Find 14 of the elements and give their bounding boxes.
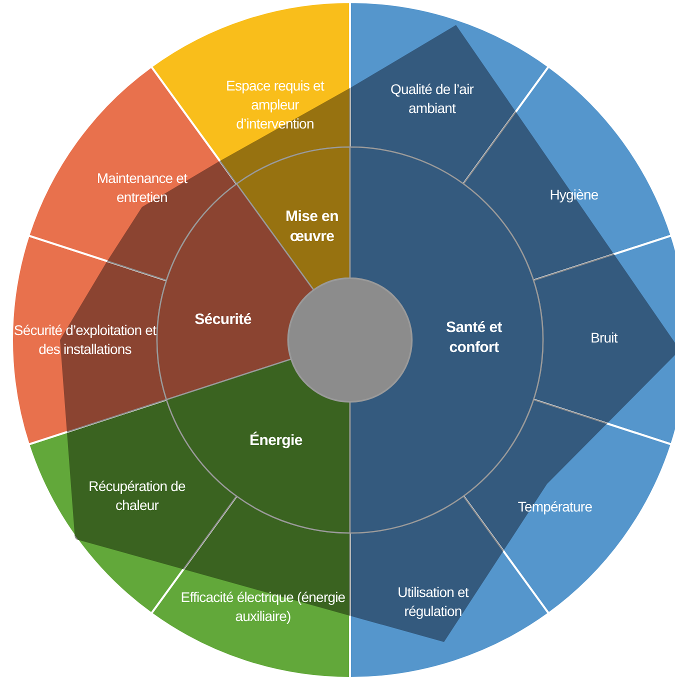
category-label: Santé et confort — [445, 318, 503, 358]
category-label: Mise en œuvre — [284, 206, 340, 247]
criterion-label: Récupération de chaleur — [88, 477, 186, 515]
category-label: Énergie — [248, 430, 304, 451]
criterion-label: Bruit — [590, 328, 619, 348]
criterion-label: Hygiène — [548, 186, 600, 204]
criterion-label: Température — [516, 498, 594, 516]
criterion-label: Utilisation et régulation — [396, 583, 470, 621]
criterion-label: Sécurité d’exploitation et des installations — [12, 321, 158, 359]
criterion-label: Qualité de l’air ambiant — [389, 80, 475, 118]
criterion-label: Efficacité électrique (énergie auxiliaire) — [180, 588, 346, 626]
criterion-label: Espace requis et ampleur d’intervention — [225, 76, 326, 134]
category-label: Sécurité — [194, 310, 252, 330]
criterion-label: Maintenance et entretien — [96, 169, 188, 207]
